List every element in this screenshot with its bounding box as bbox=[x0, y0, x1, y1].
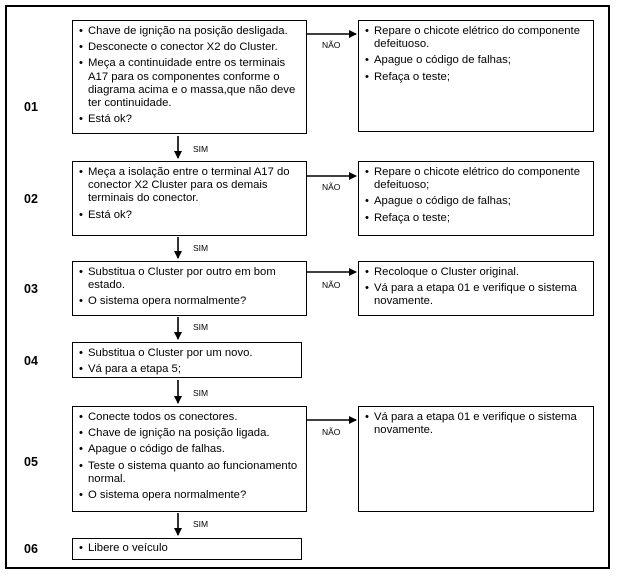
yes-label-05: SIM bbox=[193, 519, 209, 529]
action-item: Vá para a etapa 01 e verifique o sistema… bbox=[365, 411, 587, 437]
step-number-02: 02 bbox=[24, 192, 38, 206]
step-number-05: 05 bbox=[24, 455, 38, 469]
check-item: Apague o código de falhas. bbox=[79, 443, 300, 456]
no-label-03: NÃO bbox=[322, 280, 341, 290]
check-box-06: Libere o veículo bbox=[72, 538, 302, 560]
check-item: Vá para a etapa 5; bbox=[79, 363, 295, 376]
check-box-01: Chave de ignição na posição desligada. D… bbox=[72, 20, 307, 134]
yes-label-02: SIM bbox=[193, 243, 209, 253]
step-number-04: 04 bbox=[24, 354, 38, 368]
check-box-02: Meça a isolação entre o terminal A17 do … bbox=[72, 161, 307, 236]
check-item: Meça a continuidade entre os terminais A… bbox=[79, 57, 300, 110]
yes-label-04: SIM bbox=[193, 388, 209, 398]
check-item: Substitua o Cluster por um novo. bbox=[79, 347, 295, 360]
action-box-03: Recoloque o Cluster original. Vá para a … bbox=[358, 261, 594, 316]
yes-label-03: SIM bbox=[193, 322, 209, 332]
yes-label-01: SIM bbox=[193, 144, 209, 154]
check-item: Chave de ignição na posição ligada. bbox=[79, 427, 300, 440]
action-box-01: Repare o chicote elétrico do componente … bbox=[358, 20, 594, 132]
action-box-02: Repare o chicote elétrico do componente … bbox=[358, 161, 594, 236]
check-item: Desconecte o conector X2 do Cluster. bbox=[79, 41, 300, 54]
action-item: Vá para a etapa 01 e verifique o sistema… bbox=[365, 282, 587, 308]
check-item: Conecte todos os conectores. bbox=[79, 411, 300, 424]
check-item: Está ok? bbox=[79, 113, 300, 126]
check-box-05: Conecte todos os conectores. Chave de ig… bbox=[72, 406, 307, 512]
check-item: O sistema opera normalmente? bbox=[79, 489, 300, 502]
check-item: Chave de ignição na posição desligada. bbox=[79, 25, 300, 38]
check-item: Meça a isolação entre o terminal A17 do … bbox=[79, 166, 300, 206]
action-item: Repare o chicote elétrico do componente … bbox=[365, 166, 587, 192]
step-number-03: 03 bbox=[24, 282, 38, 296]
step-number-06: 06 bbox=[24, 542, 38, 556]
action-item: Repare o chicote elétrico do componente … bbox=[365, 25, 587, 51]
action-box-05: Vá para a etapa 01 e verifique o sistema… bbox=[358, 406, 594, 512]
action-item: Refaça o teste; bbox=[365, 212, 587, 225]
check-item: Teste o sistema quanto ao funcionamento … bbox=[79, 460, 300, 486]
check-item: Está ok? bbox=[79, 209, 300, 222]
action-item: Apague o código de falhas; bbox=[365, 54, 587, 67]
check-item: Substitua o Cluster por outro em bom est… bbox=[79, 266, 300, 292]
action-item: Recoloque o Cluster original. bbox=[365, 266, 587, 279]
step-number-01: 01 bbox=[24, 100, 38, 114]
check-box-03: Substitua o Cluster por outro em bom est… bbox=[72, 261, 307, 316]
check-item: O sistema opera normalmente? bbox=[79, 295, 300, 308]
flowchart-frame bbox=[5, 5, 610, 569]
check-item: Libere o veículo bbox=[79, 542, 295, 555]
no-label-01: NÃO bbox=[322, 40, 341, 50]
action-item: Refaça o teste; bbox=[365, 71, 587, 84]
no-label-02: NÃO bbox=[322, 182, 341, 192]
check-box-04: Substitua o Cluster por um novo. Vá para… bbox=[72, 342, 302, 378]
action-item: Apague o código de falhas; bbox=[365, 195, 587, 208]
no-label-05: NÃO bbox=[322, 427, 341, 437]
